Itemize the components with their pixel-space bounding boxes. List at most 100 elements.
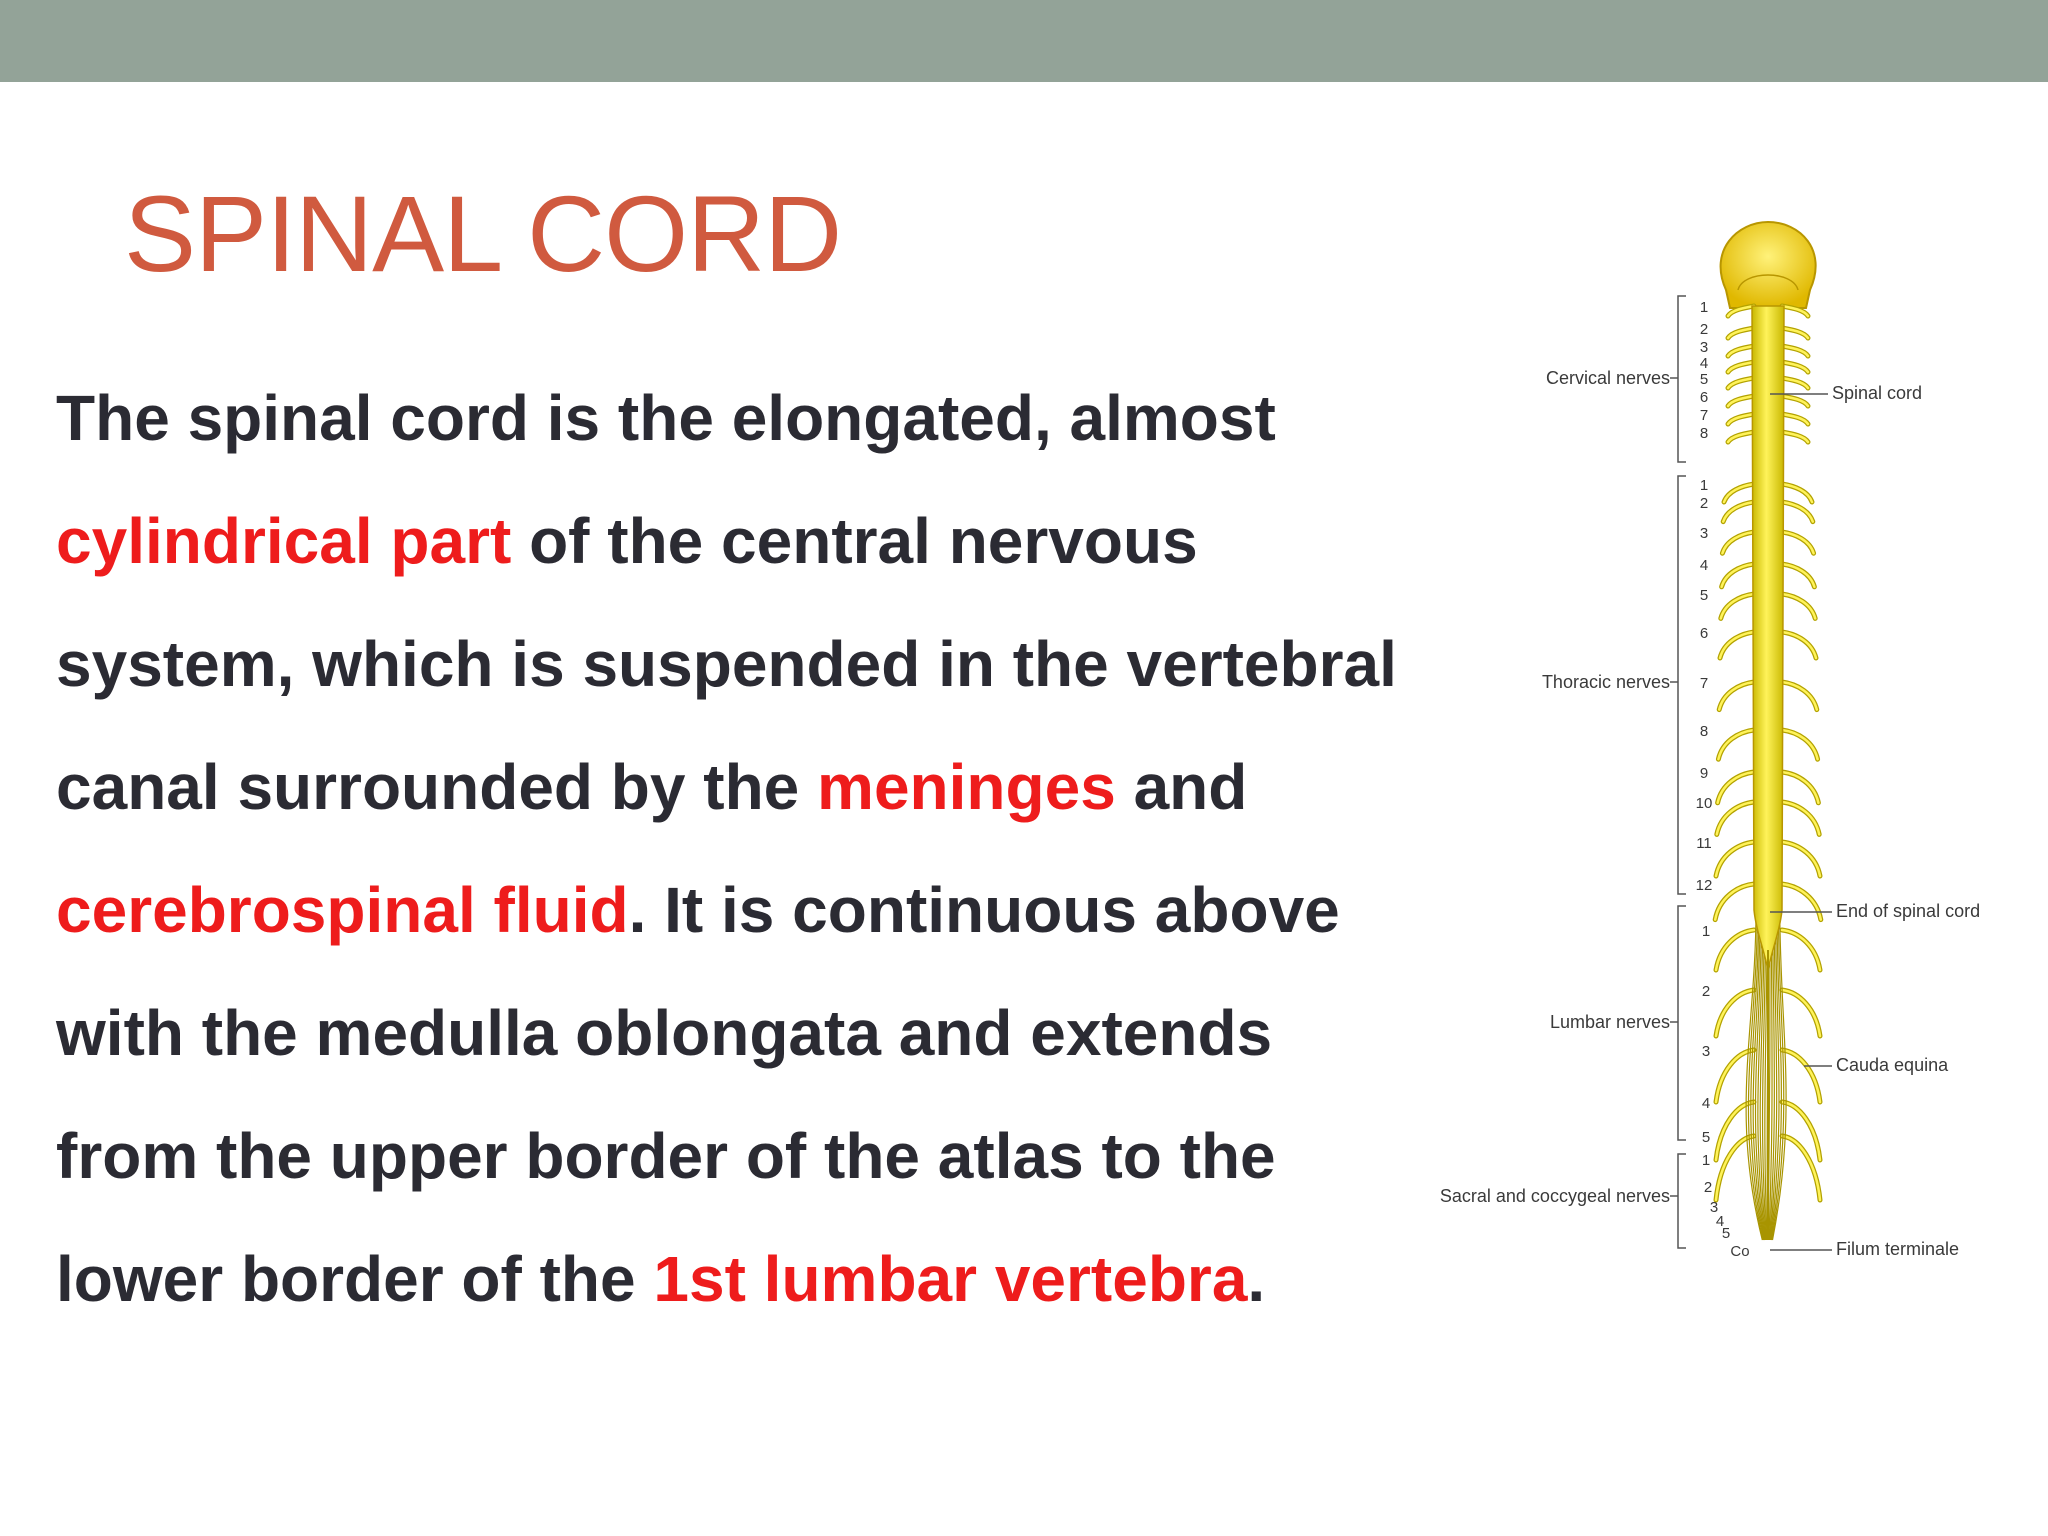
segment-number: 3 (1710, 1199, 1718, 1216)
highlight-term: 1st lumbar vertebra (653, 1243, 1248, 1315)
nerve-root-left (1716, 770, 1756, 805)
segment-number: 5 (1700, 371, 1708, 388)
nerve-root-right (1780, 360, 1810, 374)
highlight-term: cylindrical part (56, 505, 512, 577)
body-segment: system, which is suspended in the verteb… (56, 628, 1397, 700)
segment-number: 5 (1722, 1225, 1730, 1242)
thoracic-nerves-label: Thoracic nerves (1542, 672, 1670, 692)
segment-number: 1 (1700, 477, 1708, 494)
cauda-equina-strand (1771, 909, 1785, 1241)
nerve-root-right (1780, 412, 1810, 426)
nerve-root-right (1780, 562, 1816, 589)
segment-number: 8 (1700, 723, 1708, 740)
nerve-roots (1712, 303, 1824, 1203)
nerve-root-right (1780, 680, 1819, 711)
nerve-root-right (1780, 344, 1810, 358)
nerve-root-right (1780, 500, 1815, 523)
segment-number: 2 (1704, 1179, 1712, 1196)
nerve-root-right (1780, 376, 1810, 390)
nerve-root-left (1719, 529, 1757, 556)
nerve-root-right (1780, 1134, 1822, 1202)
nerve-root-right (1779, 529, 1817, 556)
cauda-equina-strand (1745, 909, 1763, 1241)
segment-number: 4 (1700, 557, 1708, 574)
sacral-bracket (1677, 1153, 1686, 1249)
nerve-root-left (1722, 482, 1756, 504)
segment-number: 2 (1700, 321, 1708, 338)
segment-number: 5 (1700, 587, 1708, 604)
segment-number: 4 (1716, 1213, 1724, 1230)
body-line: lower border of the 1st lumbar vertebra. (56, 1218, 1496, 1341)
nerve-root-left (1713, 882, 1756, 921)
nerve-root-left (1719, 592, 1756, 620)
cauda-equina-label: Cauda equina (1836, 1055, 1949, 1075)
nerve-root-left (1726, 304, 1756, 318)
nerve-root-right (1780, 430, 1810, 444)
body-line: cylindrical part of the central nervous (56, 480, 1496, 603)
nerve-root-right (1779, 769, 1821, 806)
cervical-nerves-label: Cervical nerves (1546, 368, 1670, 388)
segment-number: 2 (1700, 495, 1708, 512)
body-segment: from the upper border of the atlas to th… (56, 1120, 1276, 1192)
spinal-cord-illustration: Cervical nerves Thoracic nerves Lumbar n… (1440, 220, 1980, 1260)
body-line: canal surrounded by the meninges and (56, 726, 1496, 849)
highlight-term: cerebrospinal fluid (56, 874, 629, 946)
nerve-root-right (1780, 630, 1818, 660)
sacral-coccygeal-nerves-label: Sacral and coccygeal nerves (1440, 1186, 1670, 1206)
nerve-root-left (1726, 326, 1756, 340)
nerve-root-left (1714, 1048, 1756, 1104)
segment-number: 3 (1700, 339, 1708, 356)
segment-number: 1 (1702, 923, 1710, 940)
brainstem-shape (1719, 220, 1817, 309)
segment-number: 3 (1702, 1043, 1710, 1060)
body-segment: . (1247, 1243, 1266, 1315)
nerve-root-right (1779, 987, 1823, 1039)
nerve-root-left (1717, 629, 1757, 661)
segment-number: 6 (1700, 389, 1708, 406)
segment-number: 12 (1696, 877, 1713, 894)
segment-number: 11 (1696, 835, 1712, 852)
segment-number: 7 (1700, 675, 1708, 692)
nerve-root-right (1780, 530, 1815, 555)
cauda-equina-strand (1747, 909, 1764, 1241)
body-line: The spinal cord is the elongated, almost (56, 357, 1496, 480)
nerve-root-right (1780, 770, 1820, 805)
segment-number: 6 (1700, 625, 1708, 642)
nerve-root-right (1780, 800, 1821, 836)
nerve-root-left (1714, 988, 1756, 1038)
nerve-root-left (1713, 987, 1757, 1039)
nerve-root-left (1717, 680, 1756, 711)
nerve-root-right (1779, 727, 1821, 762)
spinal-cord-label: Spinal cord (1832, 383, 1922, 403)
nerve-root-left (1715, 727, 1757, 762)
nerve-root-right (1780, 988, 1822, 1038)
nerve-root-right (1780, 326, 1810, 340)
body-segment: lower border of the (56, 1243, 654, 1315)
nerve-root-left (1726, 344, 1756, 358)
cauda-equina-strand (1757, 909, 1766, 1241)
nerve-root-left (1716, 679, 1757, 713)
nerve-root-left (1718, 591, 1757, 621)
nerve-root-right (1780, 1048, 1822, 1104)
segment-number: 4 (1700, 355, 1708, 372)
nerve-root-left (1713, 1133, 1757, 1203)
nerve-root-right (1780, 928, 1822, 972)
nerve-root-right (1779, 629, 1819, 661)
cauda-equina-strand (1770, 909, 1782, 1241)
body-line: cerebrospinal fluid. It is continuous ab… (56, 849, 1496, 972)
segment-number: 10 (1696, 795, 1713, 812)
nerve-root-left (1726, 430, 1756, 444)
nerve-root-left (1715, 800, 1756, 836)
nerve-root-left (1726, 376, 1756, 390)
cauda-equina-strand (1754, 909, 1766, 1241)
segment-number: 4 (1702, 1095, 1710, 1112)
segment-number: 1 (1702, 1152, 1710, 1169)
cauda-equina-strand (1771, 909, 1787, 1241)
lumbar-nerves-label: Lumbar nerves (1550, 1012, 1670, 1032)
nerve-root-right (1780, 1100, 1822, 1162)
nerve-root-left (1721, 530, 1756, 555)
segment-number: 5 (1702, 1129, 1710, 1146)
end-of-spinal-cord-label: End of spinal cord (1836, 901, 1980, 921)
body-segment: and (1115, 751, 1248, 823)
